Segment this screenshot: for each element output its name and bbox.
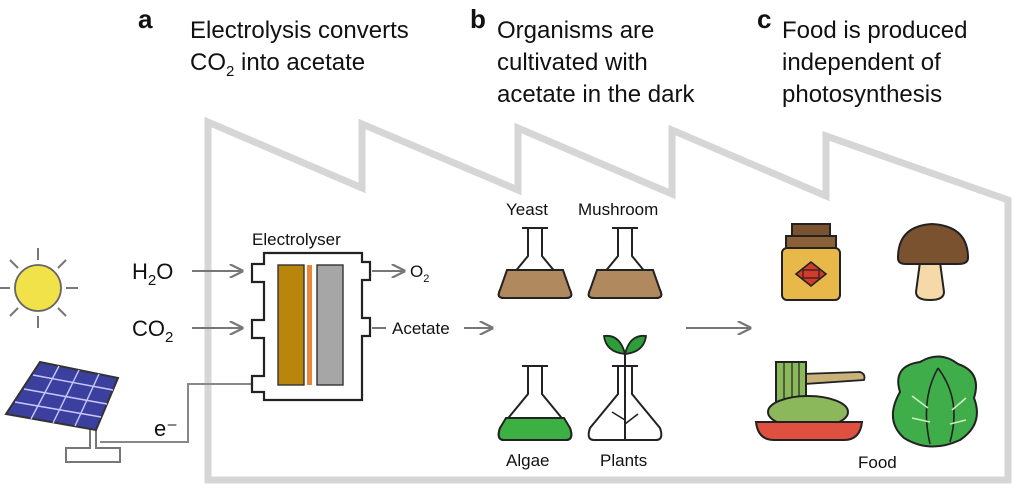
- h2o-label: H2O: [132, 259, 173, 289]
- panel-c-letter: c: [757, 4, 771, 34]
- o2-label: O2: [410, 262, 429, 285]
- co2-label: CO2: [132, 316, 173, 346]
- sun-icon: [0, 248, 78, 328]
- panel-c-heading-line2: independent of: [782, 49, 941, 76]
- electrolyser-title: Electrolyser: [252, 230, 341, 249]
- electron-wire: [100, 383, 253, 443]
- spread-jar-icon: [781, 223, 841, 301]
- panel-b-heading-line3: acetate in the dark: [497, 81, 695, 108]
- panel-c-heading-line3: photosynthesis: [782, 81, 942, 108]
- panel-b-heading-line1: Organisms are: [497, 17, 654, 44]
- factory-outline: [204, 116, 1012, 484]
- solar-panel-icon: [4, 360, 121, 463]
- plant-flask-icon: [587, 334, 663, 441]
- algae-flask-icon: [497, 365, 573, 441]
- lettuce-icon: [892, 355, 978, 448]
- acetate-label: Acetate: [392, 319, 450, 338]
- mushroom-icon: [896, 222, 970, 302]
- panel-a-letter: a: [138, 4, 153, 34]
- panel-a-heading-line2: CO2 into acetate: [190, 49, 365, 80]
- mushroom-label: Mushroom: [578, 200, 658, 219]
- panel-a-heading-line1: Electrolysis converts: [190, 17, 409, 44]
- plants-label: Plants: [600, 451, 647, 470]
- electron-label: e⁻: [154, 416, 178, 441]
- food-label: Food: [858, 453, 897, 472]
- yeast-flask-icon: [497, 227, 573, 299]
- noodles-icon: [754, 361, 866, 441]
- panel-b-heading-line2: cultivated with: [497, 49, 648, 76]
- yeast-label: Yeast: [506, 200, 548, 219]
- algae-label: Algae: [506, 451, 549, 470]
- panel-b-letter: b: [470, 4, 486, 34]
- panel-c-heading-line1: Food is produced: [782, 17, 967, 44]
- electrolyser-cell: [250, 251, 372, 402]
- mushroom-flask-icon: [587, 227, 663, 299]
